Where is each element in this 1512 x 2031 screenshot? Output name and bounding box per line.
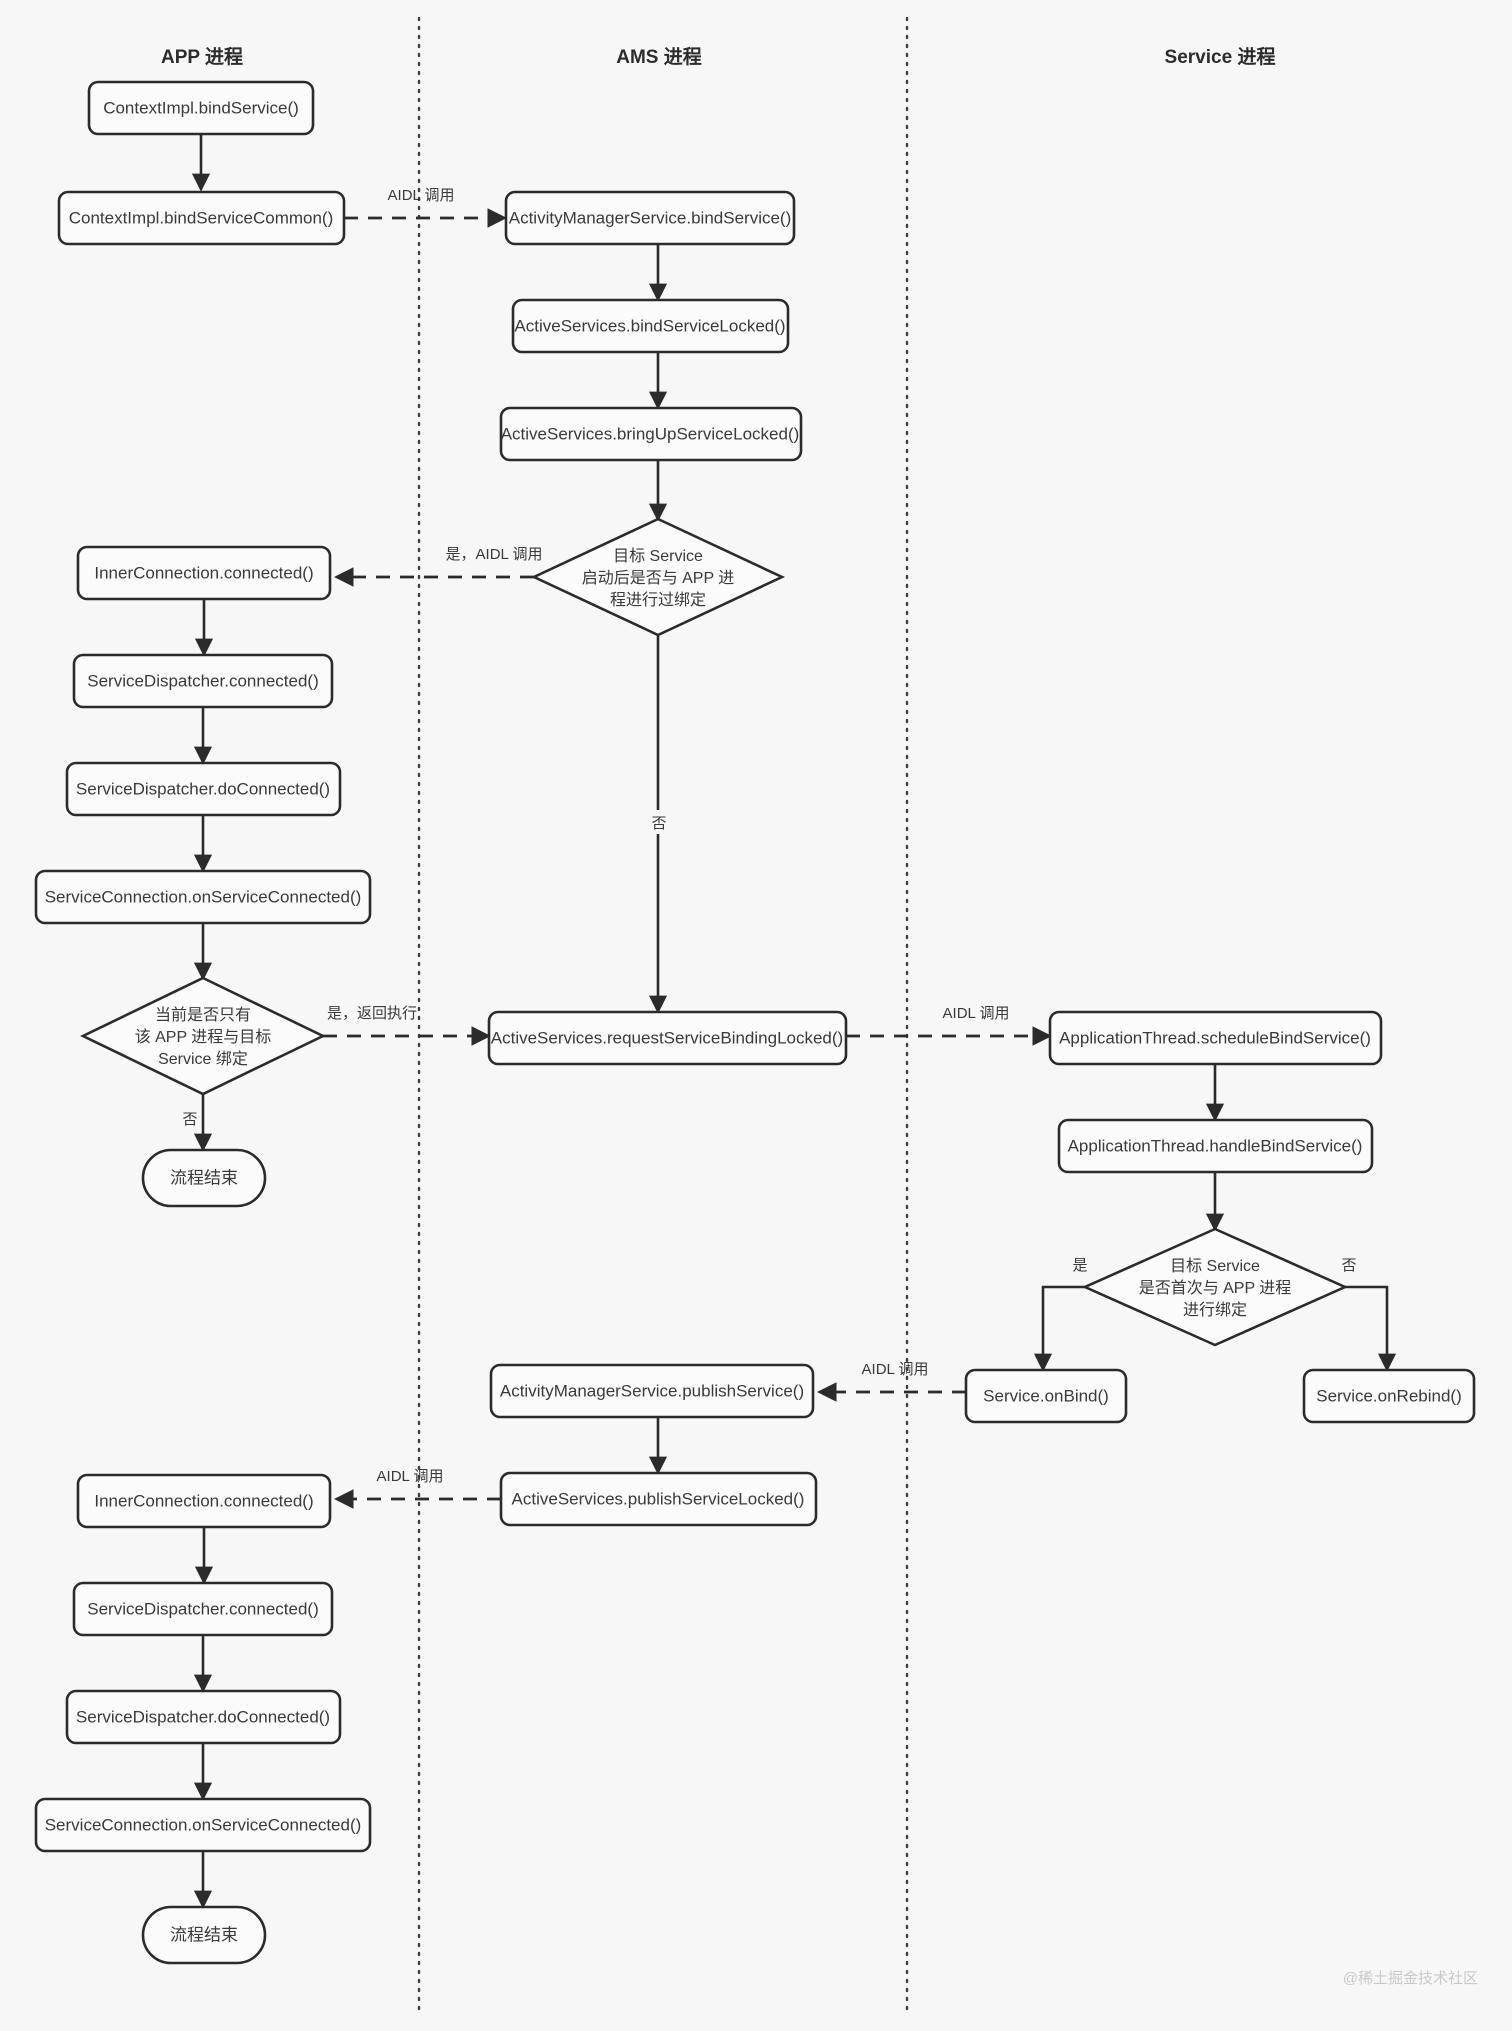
node-activeservices-bindservicelocked-label: ActiveServices.bindServiceLocked(): [514, 316, 785, 335]
edge-label-aidl-call-2: AIDL 调用: [943, 1005, 1010, 1022]
node-innerconnection-connected-1-label: InnerConnection.connected(): [94, 563, 313, 582]
node-service-decision-line1: 目标 Service: [1170, 1257, 1260, 1275]
node-service-onbind-label: Service.onBind(): [983, 1386, 1109, 1405]
node-contextimpl-bindservice-label: ContextImpl.bindService(): [103, 98, 299, 117]
node-activeservices-bringupservicelocked[interactable]: [499, 406, 803, 462]
node-ams-publishservice-label: ActivityManagerService.publishService(): [500, 1381, 804, 1400]
node-ams-decision-line1: 目标 Service: [613, 547, 703, 565]
node-service-onrebind-label: Service.onRebind(): [1316, 1386, 1462, 1405]
edge-yes-to-onbind: [1033, 1285, 1085, 1372]
node-activeservices-requestservicebindinglocked-label: ActiveServices.requestServiceBindingLock…: [491, 1028, 843, 1047]
node-app-decision-line1: 当前是否只有: [155, 1006, 251, 1024]
edge-label-yes-first-bind: 是: [1072, 1257, 1087, 1274]
node-ams-decision-line3: 程进行过绑定: [610, 591, 706, 609]
lane-title-ams: AMS 进程: [616, 46, 702, 68]
node-ams-bindservice-label: ActivityManagerService.bindService(): [509, 208, 792, 227]
node-activeservices-publishservicelocked-label: ActiveServices.publishServiceLocked(): [512, 1489, 805, 1508]
node-activeservices-requestservicebindinglocked[interactable]: [487, 1010, 848, 1066]
node-app-end-2-label: 流程结束: [170, 1925, 238, 1944]
edge-label-no-1: 否: [651, 815, 666, 832]
edge-label-aidl-call-4: AIDL 调用: [377, 1468, 444, 1485]
lane-title-app: APP 进程: [161, 46, 243, 68]
watermark: @稀土掘金技术社区: [1343, 1970, 1478, 1987]
node-serviceconnection-onserviceconnected-2-label: ServiceConnection.onServiceConnected(): [45, 1815, 362, 1834]
node-service-decision-first-bind[interactable]: [1081, 1227, 1349, 1347]
node-ams-bindservice[interactable]: [504, 190, 796, 246]
node-app-decision-line3: Service 绑定: [158, 1050, 248, 1068]
node-app-decision-line2: 该 APP 进程与目标: [135, 1028, 272, 1046]
node-servicedispatcher-connected-2-label: ServiceDispatcher.connected(): [87, 1599, 319, 1618]
edge-label-yes-return-exec: 是，返回执行: [327, 1005, 417, 1022]
node-innerconnection-connected-2-label: InnerConnection.connected(): [94, 1491, 313, 1510]
edge-label-no-first-bind: 否: [1341, 1257, 1356, 1274]
node-ams-publishservice[interactable]: [489, 1363, 815, 1419]
node-activeservices-bringupservicelocked-label: ActiveServices.bringUpServiceLocked(): [501, 424, 800, 443]
node-app-end-1-label: 流程结束: [170, 1168, 238, 1187]
node-activeservices-bindservicelocked[interactable]: [511, 298, 790, 354]
lane-title-service: Service 进程: [1165, 46, 1276, 68]
node-service-decision-line3: 进行绑定: [1183, 1301, 1247, 1319]
node-service-onbind[interactable]: [964, 1368, 1128, 1424]
node-service-decision-line2: 是否首次与 APP 进程: [1139, 1279, 1292, 1297]
edge-label-yes-aidl-call: 是，AIDL 调用: [446, 546, 543, 563]
edge-label-aidl-call-1: AIDL 调用: [388, 187, 455, 204]
node-servicedispatcher-connected-1-label: ServiceDispatcher.connected(): [87, 671, 319, 690]
node-servicedispatcher-doconnected-1-label: ServiceDispatcher.doConnected(): [76, 779, 330, 798]
edge-no-to-onrebind: [1345, 1285, 1397, 1372]
edge-label-no-1-bg: [645, 810, 673, 834]
node-applicationthread-schedulebindservice-label: ApplicationThread.scheduleBindService(): [1059, 1028, 1371, 1047]
node-ams-decision-line2: 启动后是否与 APP 进: [582, 569, 735, 587]
node-service-onrebind[interactable]: [1302, 1368, 1476, 1424]
node-app-end-2[interactable]: [141, 1905, 267, 1965]
edge-label-aidl-call-3: AIDL 调用: [862, 1361, 929, 1378]
edge-label-no-2: 否: [182, 1111, 197, 1128]
node-app-end-1[interactable]: [141, 1148, 267, 1208]
node-applicationthread-handlebindservice-label: ApplicationThread.handleBindService(): [1068, 1136, 1363, 1155]
node-serviceconnection-onserviceconnected-1-label: ServiceConnection.onServiceConnected(): [45, 887, 362, 906]
node-servicedispatcher-doconnected-2-label: ServiceDispatcher.doConnected(): [76, 1707, 330, 1726]
node-contextimpl-bindservicecommon-label: ContextImpl.bindServiceCommon(): [69, 208, 334, 227]
